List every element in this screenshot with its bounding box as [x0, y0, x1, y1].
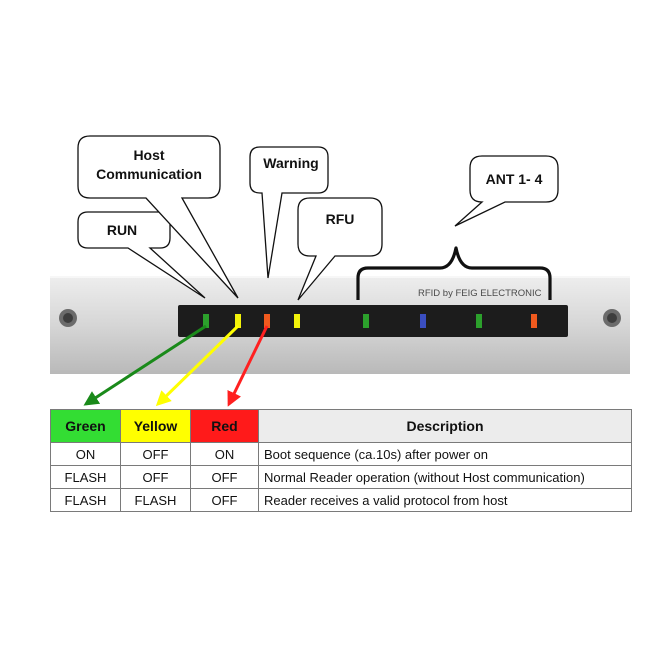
cell-red: ON — [190, 442, 259, 466]
callout-run: RUN — [77, 211, 206, 299]
callout-rfu: RFU — [297, 197, 383, 301]
brand-label: RFID by FEIG ELECTRONIC — [418, 288, 542, 299]
cell-red: OFF — [190, 465, 259, 489]
cell-description: Boot sequence (ca.10s) after power on — [258, 442, 632, 466]
led-ant-1 — [363, 314, 369, 328]
header-red: Red — [190, 409, 259, 443]
cell-green: FLASH — [50, 488, 121, 512]
led-ant-3 — [476, 314, 482, 328]
arrow-red — [227, 325, 269, 407]
header-green: Green — [50, 409, 121, 443]
antenna-brace — [356, 246, 552, 300]
cell-description: Normal Reader operation (without Host co… — [258, 465, 632, 489]
led-host — [235, 314, 241, 328]
cell-yellow: OFF — [120, 442, 191, 466]
table-row: FLASH FLASH OFF Reader receives a valid … — [50, 488, 632, 512]
led-panel — [178, 305, 568, 337]
reader-housing: RFID by FEIG ELECTRONIC — [50, 276, 630, 374]
arrow-yellow — [155, 324, 240, 407]
cell-red: OFF — [190, 488, 259, 512]
cell-green: ON — [50, 442, 121, 466]
table-row: FLASH OFF OFF Normal Reader operation (w… — [50, 465, 632, 489]
callout-host-label-line1: Host — [133, 147, 164, 163]
table-row: ON OFF ON Boot sequence (ca.10s) after p… — [50, 442, 632, 466]
led-warning — [264, 314, 270, 328]
header-description: Description — [258, 409, 632, 443]
callout-host-label-line2: Communication — [96, 166, 202, 182]
cell-yellow: FLASH — [120, 488, 191, 512]
callout-warning-label: Warning — [263, 155, 318, 171]
callout-ant-label: ANT 1- 4 — [486, 171, 543, 187]
led-rfu — [294, 314, 300, 328]
cell-description: Reader receives a valid protocol from ho… — [258, 488, 632, 512]
led-ant-2 — [420, 314, 426, 328]
callout-host-communication: Host Communication — [77, 135, 239, 299]
callout-ant: ANT 1- 4 — [454, 155, 559, 227]
callout-warning: Warning — [249, 146, 329, 279]
header-yellow: Yellow — [120, 409, 191, 443]
callout-run-label: RUN — [107, 222, 137, 238]
led-run — [203, 314, 209, 328]
cell-green: FLASH — [50, 465, 121, 489]
table-header-row: Green Yellow Red Description — [50, 409, 632, 443]
cell-yellow: OFF — [120, 465, 191, 489]
arrow-green — [83, 324, 207, 406]
led-ant-4 — [531, 314, 537, 328]
led-status-table: Green Yellow Red Description ON OFF ON B… — [50, 409, 632, 512]
callout-rfu-label: RFU — [326, 211, 355, 227]
